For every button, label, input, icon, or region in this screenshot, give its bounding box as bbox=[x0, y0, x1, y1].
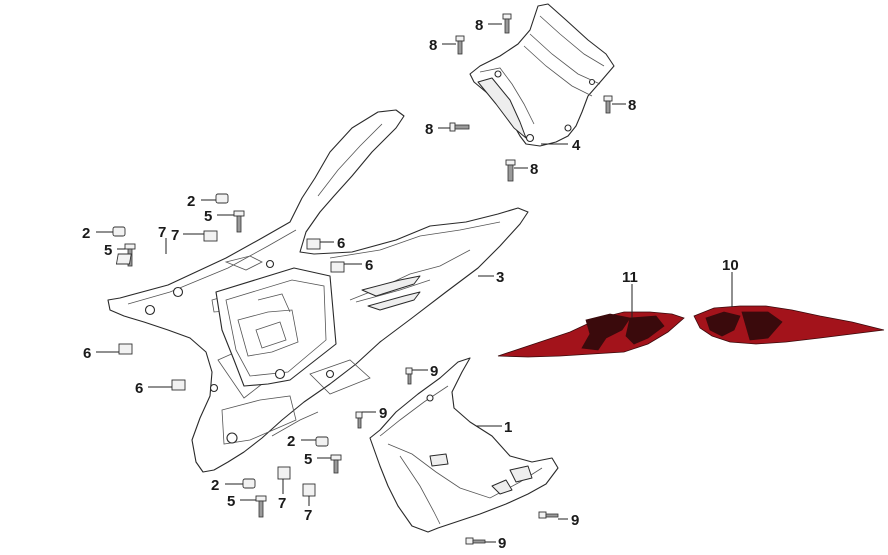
callout-9-c: 9 bbox=[571, 512, 579, 529]
front-inner-cover-part-4 bbox=[469, 3, 615, 147]
callout-8-e: 8 bbox=[530, 161, 538, 178]
clip-6-a bbox=[306, 238, 321, 250]
callout-7-c: 7 bbox=[278, 495, 286, 512]
clip-7-c bbox=[277, 466, 291, 480]
cap-nut-2-b bbox=[112, 226, 126, 237]
lower-cover-part-1 bbox=[369, 357, 559, 533]
clip-7-b bbox=[203, 230, 218, 242]
callout-8-d: 8 bbox=[628, 97, 636, 114]
callout-10: 10 bbox=[722, 257, 739, 274]
clip-6-b bbox=[330, 261, 345, 273]
callout-1: 1 bbox=[504, 419, 512, 436]
screw-9-c bbox=[538, 511, 559, 519]
callout-5-b: 5 bbox=[104, 242, 112, 259]
bolt-8-right bbox=[603, 95, 613, 114]
bolt-8-bottom bbox=[505, 159, 516, 182]
screw-9-b bbox=[355, 411, 363, 429]
callout-5-c: 5 bbox=[304, 451, 312, 468]
callout-9-d: 9 bbox=[498, 535, 506, 552]
callout-2-a: 2 bbox=[187, 193, 195, 210]
callout-6-a: 6 bbox=[337, 235, 345, 252]
callout-2-d: 2 bbox=[211, 477, 219, 494]
callout-4: 4 bbox=[572, 137, 581, 154]
bolt-8-left bbox=[449, 122, 470, 132]
callout-7-b: 7 bbox=[171, 227, 179, 244]
callout-6-b: 6 bbox=[365, 257, 373, 274]
bolt-5-a bbox=[233, 210, 245, 233]
callout-5-d: 5 bbox=[227, 493, 235, 510]
leader-lines bbox=[96, 23, 733, 543]
callout-6-d: 6 bbox=[135, 380, 143, 397]
callout-8-a: 8 bbox=[475, 17, 483, 34]
callout-11: 11 bbox=[622, 269, 638, 286]
callout-2-c: 2 bbox=[287, 433, 295, 450]
callout-7-a: 7 bbox=[158, 224, 166, 241]
callout-8-c: 8 bbox=[425, 121, 433, 138]
clip-7-d bbox=[302, 483, 316, 497]
callout-2-b: 2 bbox=[82, 225, 90, 242]
clip-6-d bbox=[171, 379, 186, 391]
decal-part-11 bbox=[497, 311, 685, 358]
bolt-8-upper bbox=[455, 35, 465, 55]
cap-nut-2-d bbox=[242, 478, 256, 489]
clip-7-a bbox=[115, 253, 132, 265]
bolt-5-d bbox=[255, 495, 267, 518]
bolt-5-c bbox=[330, 454, 342, 474]
screw-9-d bbox=[465, 537, 486, 545]
decal-part-10 bbox=[693, 305, 885, 345]
clip-6-c bbox=[118, 343, 133, 355]
bolt-8-top bbox=[502, 13, 512, 34]
callout-8-b: 8 bbox=[429, 37, 437, 54]
fasteners bbox=[112, 13, 613, 545]
callout-9-b: 9 bbox=[379, 405, 387, 422]
callout-6-c: 6 bbox=[83, 345, 91, 362]
screw-9-a bbox=[405, 367, 413, 385]
callout-9-a: 9 bbox=[430, 363, 438, 380]
callout-5-a: 5 bbox=[204, 208, 212, 225]
cap-nut-2-a bbox=[215, 193, 229, 204]
floor-panel-part-3 bbox=[107, 109, 529, 473]
callout-7-d: 7 bbox=[304, 507, 312, 524]
callout-labels: 1 2 2 2 2 3 4 5 5 5 5 6 6 6 6 7 7 7 7 8 … bbox=[82, 17, 739, 552]
cap-nut-2-c bbox=[315, 436, 329, 447]
callout-3: 3 bbox=[496, 269, 504, 286]
